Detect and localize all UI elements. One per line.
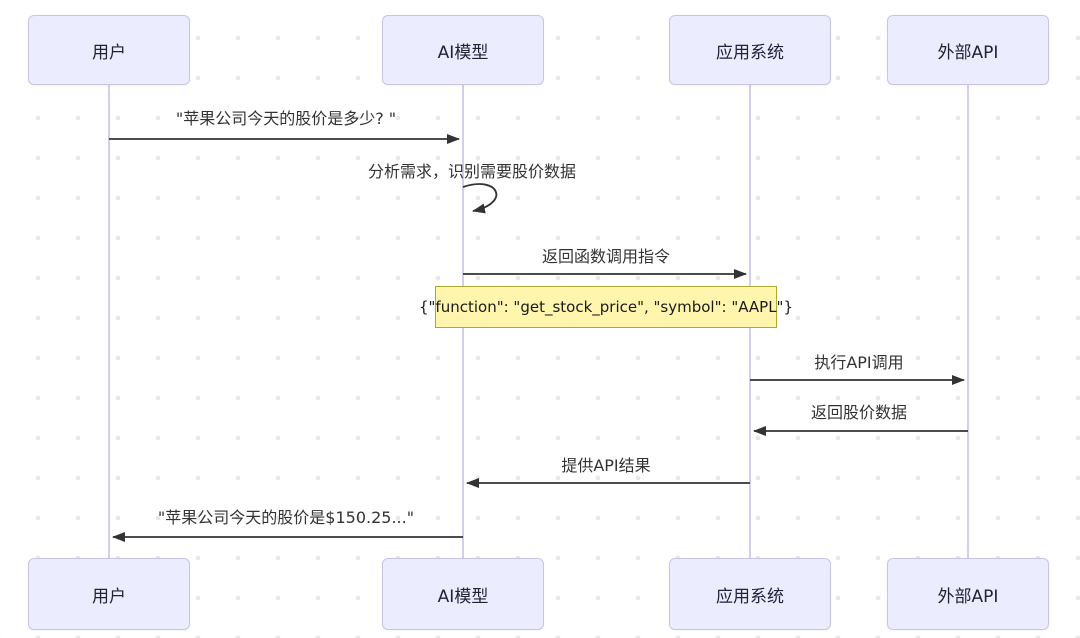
message-label-final-answer: "苹果公司今天的股价是$150.25..."	[157, 508, 415, 527]
actor-label: 用户	[92, 586, 126, 607]
actor-box-app-system-bottom: 应用系统	[669, 558, 831, 630]
lifeline-user	[108, 85, 110, 559]
actor-label: 外部API	[937, 586, 999, 607]
self-loop-arrow-ai	[462, 183, 498, 214]
message-label-exec-api: 执行API调用	[814, 353, 904, 372]
actor-label: 用户	[92, 42, 126, 63]
actor-box-ai-model-bottom: AI模型	[382, 558, 544, 630]
actor-label: 应用系统	[716, 42, 784, 63]
actor-label: AI模型	[437, 586, 489, 607]
actor-box-user-bottom: 用户	[28, 558, 190, 630]
actor-box-user-top: 用户	[28, 15, 190, 85]
message-label-user-question: "苹果公司今天的股价是多少? "	[175, 109, 397, 128]
message-label-return-stock: 返回股价数据	[810, 403, 908, 422]
actor-box-app-system-top: 应用系统	[669, 15, 831, 85]
actor-label: 应用系统	[716, 586, 784, 607]
message-label-function-call: 返回函数调用指令	[541, 247, 671, 266]
actor-label: 外部API	[937, 42, 999, 63]
message-label-provide-result: 提供API结果	[561, 456, 651, 475]
lifeline-external-api	[967, 85, 969, 559]
actor-box-external-api-top: 外部API	[887, 15, 1049, 85]
note-text: {"function": "get_stock_price", "symbol"…	[418, 298, 794, 316]
actor-box-ai-model-top: AI模型	[382, 15, 544, 85]
actor-label: AI模型	[437, 42, 489, 63]
message-label-self-analysis: 分析需求，识别需要股价数据	[367, 162, 577, 181]
note-box	[435, 286, 777, 328]
actor-box-external-api-bottom: 外部API	[887, 558, 1049, 630]
